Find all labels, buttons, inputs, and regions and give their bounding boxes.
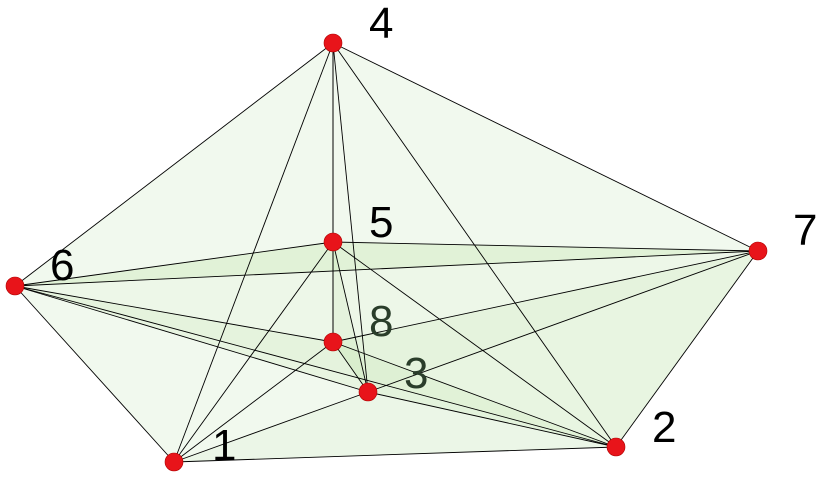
vertex-label-5: 5 xyxy=(369,198,393,247)
face-4-6-1 xyxy=(15,43,333,462)
edge-1-5 xyxy=(173,241,334,463)
vertex-label-3: 3 xyxy=(404,349,428,398)
vertex-label-1: 1 xyxy=(212,421,236,470)
edge-4-1 xyxy=(173,42,334,463)
edge-6-7 xyxy=(14,250,759,287)
vertex-label-8: 8 xyxy=(369,297,393,346)
vertex-label-4: 4 xyxy=(369,0,393,48)
vertex-1 xyxy=(164,452,184,472)
vertex-8 xyxy=(323,332,343,352)
polyhedron-edges xyxy=(14,42,759,463)
edge-6-5 xyxy=(14,241,334,287)
vertex-label-7: 7 xyxy=(793,206,817,255)
edge-8-7 xyxy=(332,250,759,343)
polyhedron-vertices xyxy=(5,33,768,472)
edge-6-3 xyxy=(14,285,369,393)
edge-6-8 xyxy=(14,285,334,343)
edge-1-2 xyxy=(173,446,617,463)
vertex-3 xyxy=(358,382,378,402)
vertex-4 xyxy=(323,33,343,53)
edge-2-5 xyxy=(332,241,617,448)
face-5-2-7 xyxy=(333,242,758,447)
edge-1-3 xyxy=(173,391,369,463)
face-4-1-2 xyxy=(174,43,616,462)
face-6-5-7 xyxy=(15,242,758,286)
edge-2-8 xyxy=(332,341,617,448)
face-8-3-7 xyxy=(333,251,758,392)
edge-4-3 xyxy=(332,42,369,393)
vertex-7 xyxy=(748,241,768,261)
face-6-1-2 xyxy=(15,286,616,462)
vertex-label-2: 2 xyxy=(652,403,676,452)
edge-2-7 xyxy=(615,250,759,448)
vertex-label-6: 6 xyxy=(50,241,74,290)
edge-1-8 xyxy=(173,341,334,463)
vertex-2 xyxy=(606,437,626,457)
face-4-6-7 xyxy=(15,43,758,286)
edge-5-7 xyxy=(332,241,759,252)
translucent-faces xyxy=(15,43,758,462)
edge-2-3 xyxy=(367,391,617,448)
edge-6-1 xyxy=(14,285,175,463)
edge-5-3 xyxy=(332,241,369,393)
edge-8-3 xyxy=(332,341,369,393)
vertex-labels: 1 2 3 4 5 6 7 8 xyxy=(50,0,817,470)
vertex-6 xyxy=(5,276,25,296)
edge-4-7 xyxy=(332,42,759,252)
vertex-5 xyxy=(323,232,343,252)
edge-4-6 xyxy=(14,42,334,287)
edge-6-2 xyxy=(14,285,617,448)
face-4-2-7 xyxy=(333,43,758,447)
edge-3-7 xyxy=(367,250,759,393)
